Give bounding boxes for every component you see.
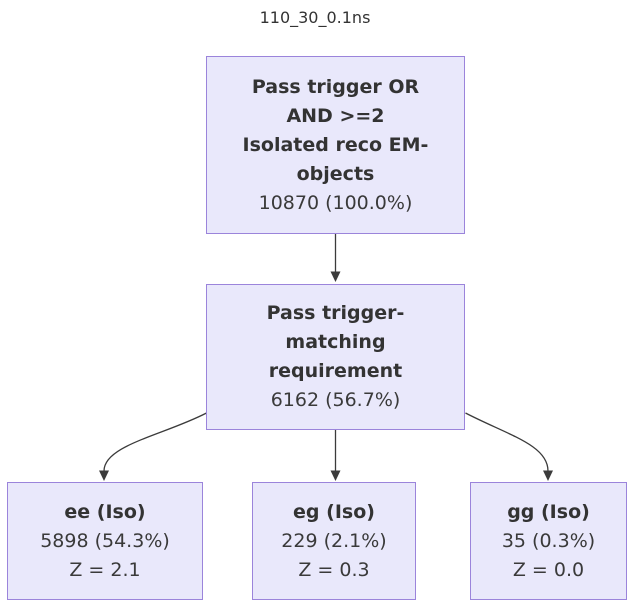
- node-root-label: Pass trigger OR AND >=2 Isolated reco EM…: [242, 75, 429, 185]
- node-root-stats: 10870 (100.0%): [258, 191, 413, 214]
- node-eg-iso-label: eg (Iso): [293, 500, 375, 523]
- node-eg-iso: eg (Iso) 229 (2.1%) Z = 0.3: [252, 482, 416, 600]
- edge-matching-to-gg: [465, 412, 549, 472]
- arrowhead-matching-to-gg: [543, 470, 553, 481]
- arrowhead-root-to-matching: [330, 271, 341, 282]
- node-gg-iso-stats: 35 (0.3%) Z = 0.0: [501, 529, 596, 581]
- node-eg-iso-stats: 229 (2.1%) Z = 0.3: [281, 529, 387, 581]
- node-ee-iso-stats: 5898 (54.3%) Z = 2.1: [40, 529, 170, 581]
- node-ee-iso-label: ee (Iso): [64, 500, 146, 523]
- arrowhead-matching-to-ee: [99, 470, 109, 481]
- node-ee-iso: ee (Iso) 5898 (54.3%) Z = 2.1: [7, 482, 203, 600]
- node-trigger-matching-label: Pass trigger- matching requirement: [266, 302, 405, 382]
- node-trigger-matching-stats: 6162 (56.7%): [270, 389, 401, 411]
- node-root: Pass trigger OR AND >=2 Isolated reco EM…: [206, 56, 465, 234]
- node-trigger-matching: Pass trigger- matching requirement 6162 …: [206, 284, 465, 430]
- node-gg-iso-label: gg (Iso): [507, 500, 590, 523]
- arrowhead-matching-to-eg: [330, 470, 341, 481]
- node-gg-iso: gg (Iso) 35 (0.3%) Z = 0.0: [470, 482, 627, 600]
- diagram-title: 110_30_0.1ns: [259, 8, 371, 27]
- edge-matching-to-ee: [103, 412, 207, 472]
